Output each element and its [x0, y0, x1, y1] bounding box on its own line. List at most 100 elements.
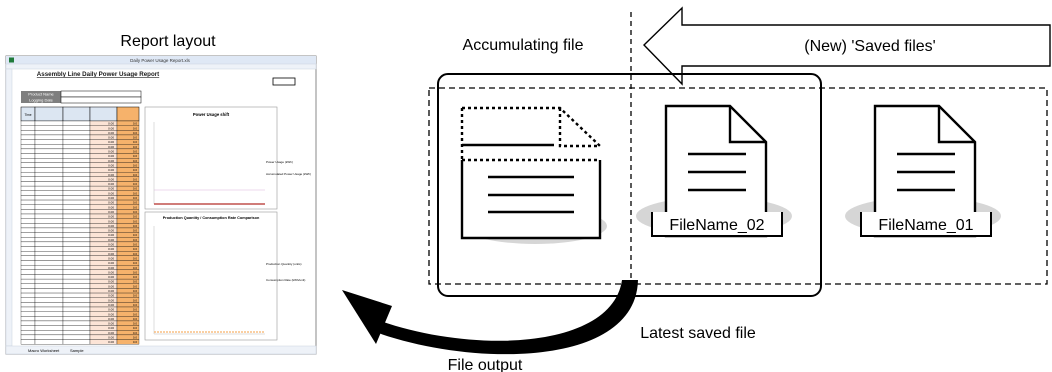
excel-cell [62, 134, 91, 140]
excel-cell [34, 274, 64, 280]
report-layout-label: Report layout [120, 33, 216, 50]
excel-chart-power-usage: Power Usage shift Power Usage (kWh) Accu… [144, 106, 311, 210]
excel-cell [20, 227, 36, 233]
excel-logging-date-value [60, 96, 142, 104]
excel-cell-value: 0.00 [108, 256, 114, 260]
excel-cell [34, 283, 64, 289]
excel-cell-value: 0.00 [108, 243, 114, 247]
excel-cell [62, 120, 91, 126]
excel-col-time: Time [25, 113, 32, 117]
excel-cell-value: 0.0 [133, 201, 138, 205]
excel-report-title: Assembly Line Daily Power Usage Report [37, 71, 159, 78]
excel-cell-value: 0.0 [133, 219, 138, 223]
excel-cell [62, 167, 91, 173]
excel-cell-value: 0.00 [108, 261, 114, 265]
excel-cell [62, 278, 91, 284]
file-output-arrow [342, 280, 638, 355]
saved-files-frame [428, 87, 1048, 285]
excel-cell [20, 325, 36, 331]
excel-cell [34, 162, 64, 168]
excel-cell-value: 0.00 [108, 191, 114, 195]
excel-cell [62, 316, 91, 322]
excel-cell [20, 223, 36, 229]
excel-cell [62, 311, 91, 317]
excel-cell [62, 320, 91, 326]
excel-cell [20, 316, 36, 322]
excel-cell [34, 325, 64, 331]
excel-cell-value: 0.0 [133, 150, 138, 154]
excel-chart1-legend-2: Accumulated Power Usage (kWh) [266, 172, 311, 176]
excel-cell [62, 251, 91, 256]
excel-cell [20, 260, 36, 266]
excel-cell [20, 209, 36, 215]
excel-cell [20, 148, 36, 154]
excel-title-bar [6, 56, 316, 64]
excel-cell [34, 269, 64, 275]
excel-cell-value: 0.0 [133, 196, 138, 200]
excel-cell-value: 0.00 [108, 233, 114, 237]
page-fold [937, 106, 975, 144]
excel-cell [34, 302, 64, 308]
excel-cell-value: 0.00 [108, 196, 114, 200]
excel-cell [62, 292, 91, 298]
excel-app-icon [9, 57, 14, 63]
excel-cell [20, 330, 36, 336]
excel-cell [20, 158, 36, 163]
excel-cell-value: 0.0 [133, 145, 138, 149]
excel-cell [20, 306, 36, 312]
excel-cell-value: 0.00 [108, 266, 114, 270]
excel-cell [62, 232, 91, 238]
excel-cell-value: 0.00 [108, 289, 114, 293]
excel-cell [20, 139, 36, 145]
accumulating-file-label: Accumulating file [463, 37, 584, 54]
excel-cell [34, 153, 64, 159]
excel-cell-value: 0.00 [108, 150, 114, 154]
excel-cell [62, 185, 91, 191]
excel-cell-value: 0.0 [133, 205, 138, 209]
excel-cell [20, 176, 36, 182]
excel-cell [20, 278, 36, 284]
excel-chart1-title: Power Usage shift [193, 112, 230, 117]
excel-cell-value: 0.0 [133, 122, 138, 126]
excel-cell-value: 0.0 [133, 289, 138, 293]
excel-sheet-tab-2[interactable]: Sample [70, 348, 84, 353]
excel-cell [34, 260, 64, 266]
excel-cell-value: 0.0 [133, 266, 138, 270]
excel-cell [62, 158, 91, 163]
excel-cell [62, 269, 91, 275]
excel-cell-value: 0.0 [133, 243, 138, 247]
excel-sheet-tab-1[interactable]: Macro Worksheet [28, 348, 60, 353]
excel-cell [62, 227, 91, 233]
excel-cell [62, 195, 91, 201]
excel-cell [34, 176, 64, 182]
excel-cell-value: 0.0 [133, 140, 138, 144]
excel-cell [20, 190, 36, 196]
excel-cell [20, 218, 36, 224]
excel-cell-value: 0.0 [133, 261, 138, 265]
excel-cell-value: 0.00 [108, 215, 114, 219]
excel-cell-value: 0.00 [108, 312, 114, 316]
excel-cell-value: 0.0 [133, 233, 138, 237]
excel-cell-value: 0.00 [108, 163, 114, 167]
excel-cell-value: 0.0 [133, 247, 138, 251]
excel-cell [34, 297, 64, 303]
excel-cell-value: 0.0 [133, 131, 138, 135]
excel-cell-value: 0.0 [133, 294, 138, 298]
excel-cell [34, 237, 64, 243]
excel-cell-value: 0.0 [133, 275, 138, 279]
excel-cell-value: 0.00 [108, 238, 114, 242]
excel-cell [20, 195, 36, 201]
excel-cell [20, 125, 36, 131]
excel-cell [62, 148, 91, 154]
excel-cell-value: 0.00 [108, 322, 114, 326]
excel-cell-value: 0.0 [133, 317, 138, 321]
excel-cell-value: 0.00 [108, 308, 114, 312]
excel-window-title: Daily Power Usage Report.xls [130, 58, 191, 63]
excel-cell-value: 0.00 [108, 131, 114, 135]
excel-cell-value: 0.0 [133, 224, 138, 228]
excel-cell-value: 0.00 [108, 247, 114, 251]
excel-cell-value: 0.00 [108, 173, 114, 177]
excel-cell-value: 0.0 [133, 331, 138, 335]
excel-cell-value: 0.00 [108, 168, 114, 172]
